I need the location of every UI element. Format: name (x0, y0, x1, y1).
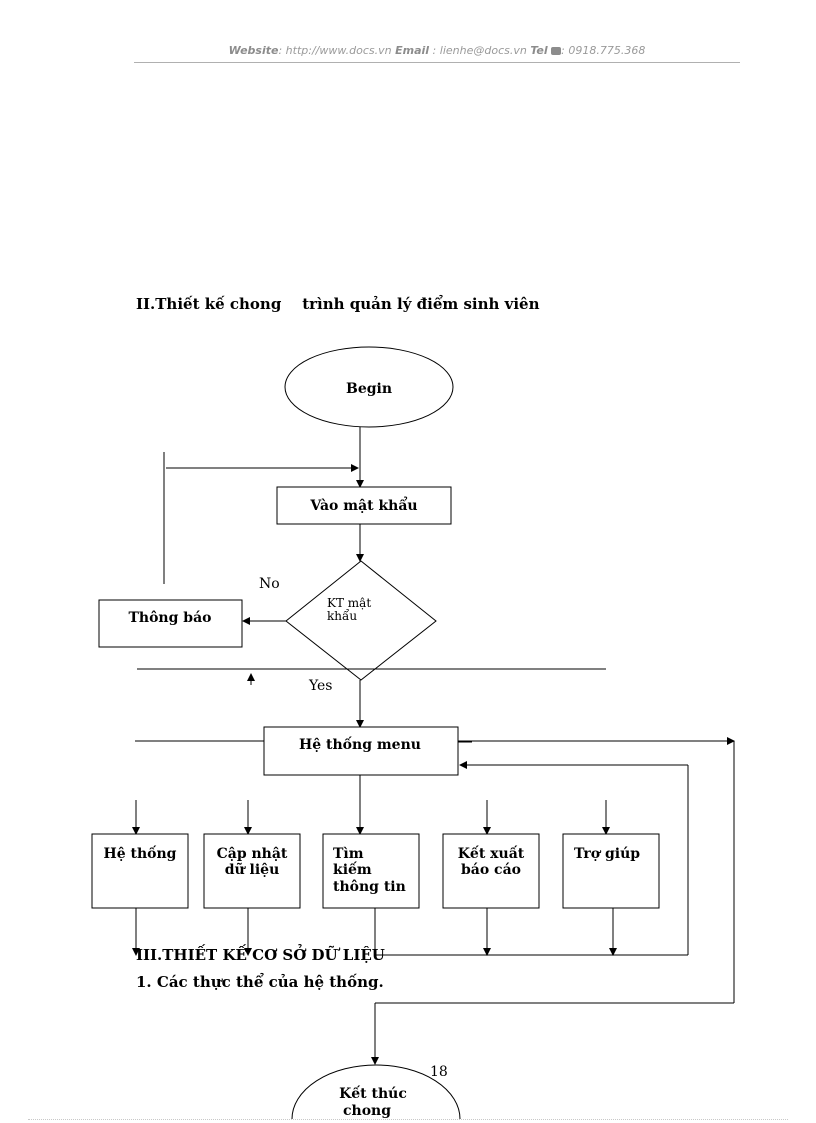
module-box (322, 833, 420, 909)
module-box (203, 833, 301, 909)
notify-label: Thông báo (129, 610, 212, 626)
section-3-title: III.THIẾT KẾ CƠ SỞ DỮ LIỆU (136, 946, 385, 964)
module-label: Kết xuất (458, 844, 525, 862)
check-diamond (285, 560, 437, 681)
section-2-title: II.Thiết kế chong trình quản lý điểm sin… (136, 295, 540, 313)
module-label: Cập nhật (217, 846, 288, 862)
notify-box (98, 599, 243, 648)
end-label-1: Kết thúc (339, 1084, 407, 1102)
menu-box (263, 726, 459, 776)
menu-label: Hệ thống menu (299, 735, 421, 753)
end-oval (291, 1064, 461, 1120)
website-label: Website (228, 44, 279, 57)
module-box (442, 833, 540, 909)
module-label: kiếm (333, 860, 372, 878)
module-label: dữ liệu (225, 861, 280, 878)
end-label-2: chong (343, 1103, 391, 1119)
tel-label: Tel (530, 44, 548, 57)
bottom-rule (28, 1119, 788, 1120)
yes-label: Yes (308, 678, 333, 694)
website-value: : http://www.docs.vn (278, 44, 396, 57)
phone-icon (551, 47, 562, 55)
module-label: Hệ thống (104, 844, 177, 862)
login-box (276, 486, 452, 525)
check-label-2: khẩu (327, 608, 357, 623)
module-label: báo cáo (461, 862, 521, 878)
header-rule (134, 62, 740, 63)
begin-oval (284, 346, 454, 428)
module-label: Trợ giúp (574, 846, 640, 862)
no-label: No (259, 576, 280, 592)
page-header: Website: http://www.docs.vn Email : lien… (134, 44, 740, 57)
email-label: Email (395, 44, 430, 57)
email-value: : lienhe@docs.vn (429, 44, 531, 57)
section-3-subtitle: 1. Các thực thể của hệ thống. (136, 973, 384, 991)
check-label-1: KT mật (327, 596, 371, 610)
tel-value: : 0918.775.368 (561, 44, 646, 57)
module-box (91, 833, 189, 909)
page-number: 18 (430, 1064, 448, 1080)
module-label: thông tin (333, 879, 406, 895)
module-label: Tìm (333, 846, 364, 862)
module-box (562, 833, 660, 909)
begin-label: Begin (346, 381, 392, 397)
login-label: Vào mật khẩu (309, 496, 417, 514)
